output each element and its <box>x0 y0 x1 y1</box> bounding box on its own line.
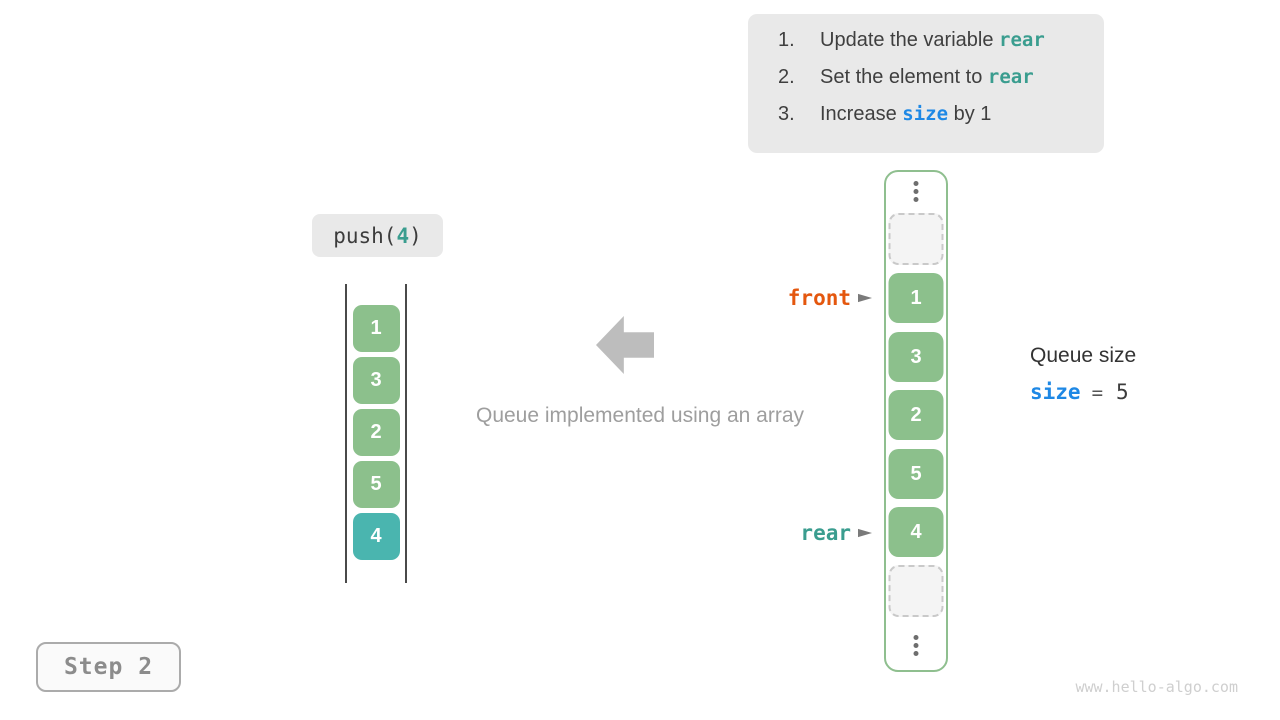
right-arrowhead-icon <box>858 293 872 303</box>
step-number: 2. <box>778 66 795 88</box>
step-number: 3. <box>778 103 795 125</box>
stack-cell: 5 <box>352 461 400 508</box>
array-cell: 5 <box>888 449 944 499</box>
step-item: 2. Set the element to rear <box>778 66 1104 103</box>
steps-panel: 1. Update the variable rear 2. Set the e… <box>748 14 1104 153</box>
array-cell: 3 <box>888 332 944 382</box>
array-panel: 1 3 2 5 4 <box>884 170 948 672</box>
vertical-ellipsis-icon <box>913 181 919 202</box>
push-arg: 4 <box>396 223 410 248</box>
inline-code: size <box>902 103 949 125</box>
left-block-arrow-icon <box>596 316 654 374</box>
front-pointer: front <box>740 286 872 310</box>
push-fn: push( <box>333 223 397 248</box>
stack-cell: 2 <box>352 409 400 456</box>
watermark: www.hello-algo.com <box>1075 678 1238 696</box>
queue-size-title: Queue size <box>1030 344 1137 367</box>
stack-cell: 1 <box>352 305 400 352</box>
step-item: 3. Increase size by 1 <box>778 103 1104 140</box>
step-number: 1. <box>778 29 795 51</box>
array-cell: 1 <box>888 273 944 323</box>
step-text: Set the element to rear <box>820 66 1034 88</box>
size-value: 5 <box>1116 380 1129 404</box>
step-badge-label: Step 2 <box>63 654 154 680</box>
size-variable: size <box>1030 380 1081 404</box>
step-item: 1. Update the variable rear <box>778 29 1104 66</box>
rear-label: rear <box>800 521 851 545</box>
array-cell-empty <box>888 565 944 617</box>
step-text: Update the variable rear <box>820 29 1045 51</box>
queue-size-panel: Queue size size = 5 <box>1030 344 1136 404</box>
rear-pointer: rear <box>740 521 872 545</box>
stack-cell-highlighted: 4 <box>352 513 400 560</box>
vertical-ellipsis-icon <box>913 635 919 656</box>
step-text: Increase size by 1 <box>820 103 992 125</box>
inline-code: rear <box>999 29 1045 51</box>
step-badge: Step 2 <box>36 642 181 692</box>
front-label: front <box>787 286 851 310</box>
equals-sign: = <box>1091 382 1104 404</box>
array-cell: 2 <box>888 390 944 440</box>
array-cell-highlighted: 4 <box>888 507 944 557</box>
push-close: ) <box>409 223 422 248</box>
push-operation-badge: push(4) <box>312 214 443 257</box>
right-arrowhead-icon <box>858 528 872 538</box>
queue-size-value-line: size = 5 <box>1030 380 1136 404</box>
inline-code: rear <box>987 66 1034 88</box>
diagram-caption: Queue implemented using an array <box>475 404 805 427</box>
queue-stack: 1 3 2 5 4 <box>345 284 407 583</box>
array-cell-empty <box>888 213 944 265</box>
stack-cell: 3 <box>352 357 400 404</box>
